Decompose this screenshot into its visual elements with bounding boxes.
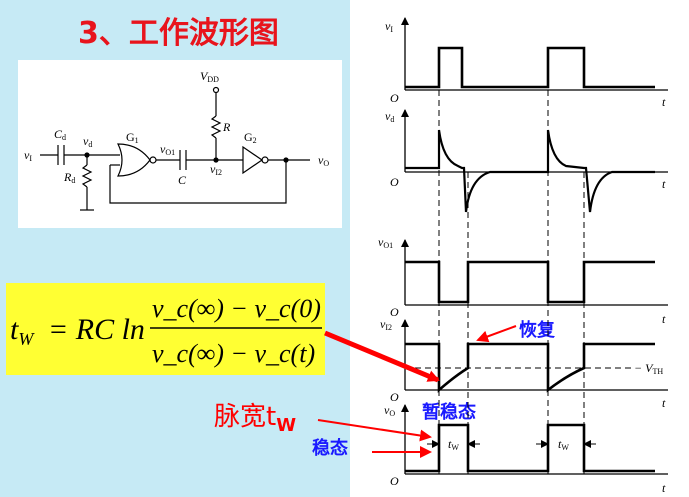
trace-vi2 [405,342,655,393]
wire-feedback-loop [109,158,287,204]
trace-vo [405,423,655,473]
t-vi2: t [662,396,666,410]
trace-vd [405,129,655,213]
formula-eq: = RC ln [48,313,145,346]
origin-vo1: O [390,305,399,319]
waveform-labels: vI O t vd O t vO1 O t vI2 O t − VTH vO O… [378,19,666,495]
formula-numerator: v_c(∞) − v_c(0) [152,294,321,323]
label-vo1: vO1 [160,142,175,157]
circuit-labels: VDD R G1 G2 Cd vd Rd vI vO1 C vI2 vO [24,69,329,187]
label-tw-2: tW [558,437,569,452]
label-vi: vI [24,148,32,163]
label-c: C [178,173,187,187]
node-vdd [212,86,220,94]
node-output [283,157,289,163]
label-vi-axis: vI [385,19,393,34]
label-rd: Rd [63,170,75,185]
recovery-arrow [476,325,517,343]
label-vd: vd [83,134,92,149]
gate-g1-bubble [149,156,157,164]
formula: tW = RC ln v_c(∞) − v_c(0) v_c(∞) − v_c(… [10,294,322,368]
origin-vi: O [390,91,399,105]
pulse-width-arrow [317,419,432,442]
label-r: R [222,120,231,134]
resistor-rd [81,164,93,188]
gate-g2-buffer [242,145,264,175]
t-vo: t [662,481,666,495]
formula-lhs: tW [10,313,35,349]
gate-g1-nor [117,143,151,177]
trace-vo1 [405,260,655,304]
origin-vd: O [390,175,399,189]
formula-to-vi2-arrow [324,330,440,383]
formula-denominator: v_c(∞) − v_c(t) [152,339,315,368]
recovery-label: 恢复 [519,320,555,341]
t-vi: t [662,95,666,109]
label-tw-1: tW [448,437,459,452]
label-vd-axis: vd [385,109,394,124]
waveform-traces [405,46,655,473]
label-vdd: VDD [200,69,219,84]
t-vd: t [662,177,666,191]
origin-vo: O [390,474,399,488]
label-vth: − VTH [634,361,663,376]
trace-vi [405,46,655,89]
waveform-axes [401,17,668,475]
label-vo-axis: vO [384,403,395,418]
waveform-panel [350,0,689,497]
label-g2: G2 [244,130,257,145]
origin-vi2: O [390,390,399,404]
label-cd: Cd [54,127,66,142]
t-vo1: t [662,312,666,326]
label-vo: vO [318,153,329,168]
label-vi2: vI2 [210,162,222,177]
pulse-width-label: 脉宽tW [214,402,297,437]
label-vi2-axis: vI2 [380,317,392,332]
resistor-r [210,115,222,139]
formula-box [6,283,325,375]
circuit-diagram-box [18,60,342,228]
temporary-stable-state-label: 暂稳态 [422,402,476,423]
annotation-arrows [317,325,517,458]
label-vo1-axis: vO1 [378,235,393,250]
slide-title: 3、工作波形图 [78,16,279,51]
circuit [40,86,310,211]
stable-state-label: 稳态 [312,438,348,459]
label-g1: G1 [126,130,139,145]
